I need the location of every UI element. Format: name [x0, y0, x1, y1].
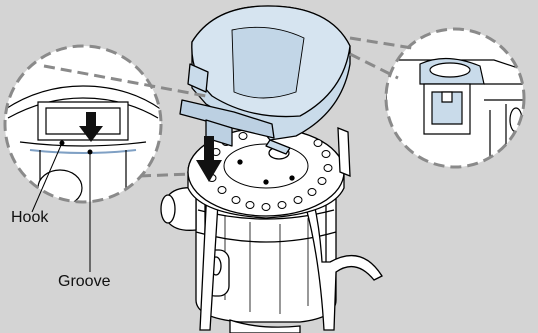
- callout-connectors-right: [349, 36, 413, 80]
- callout-hook-detail: [3, 44, 163, 204]
- callout-connectors-left: [43, 64, 207, 178]
- lid: [179, 5, 351, 155]
- filter-deck: [187, 127, 351, 219]
- hook-label: Hook: [11, 209, 49, 226]
- label-leaders: [31, 140, 93, 272]
- insert-arrow: [196, 136, 222, 182]
- groove-label: Groove: [58, 273, 111, 290]
- container-body: [160, 184, 337, 323]
- callout-hinge-detail: [384, 27, 526, 169]
